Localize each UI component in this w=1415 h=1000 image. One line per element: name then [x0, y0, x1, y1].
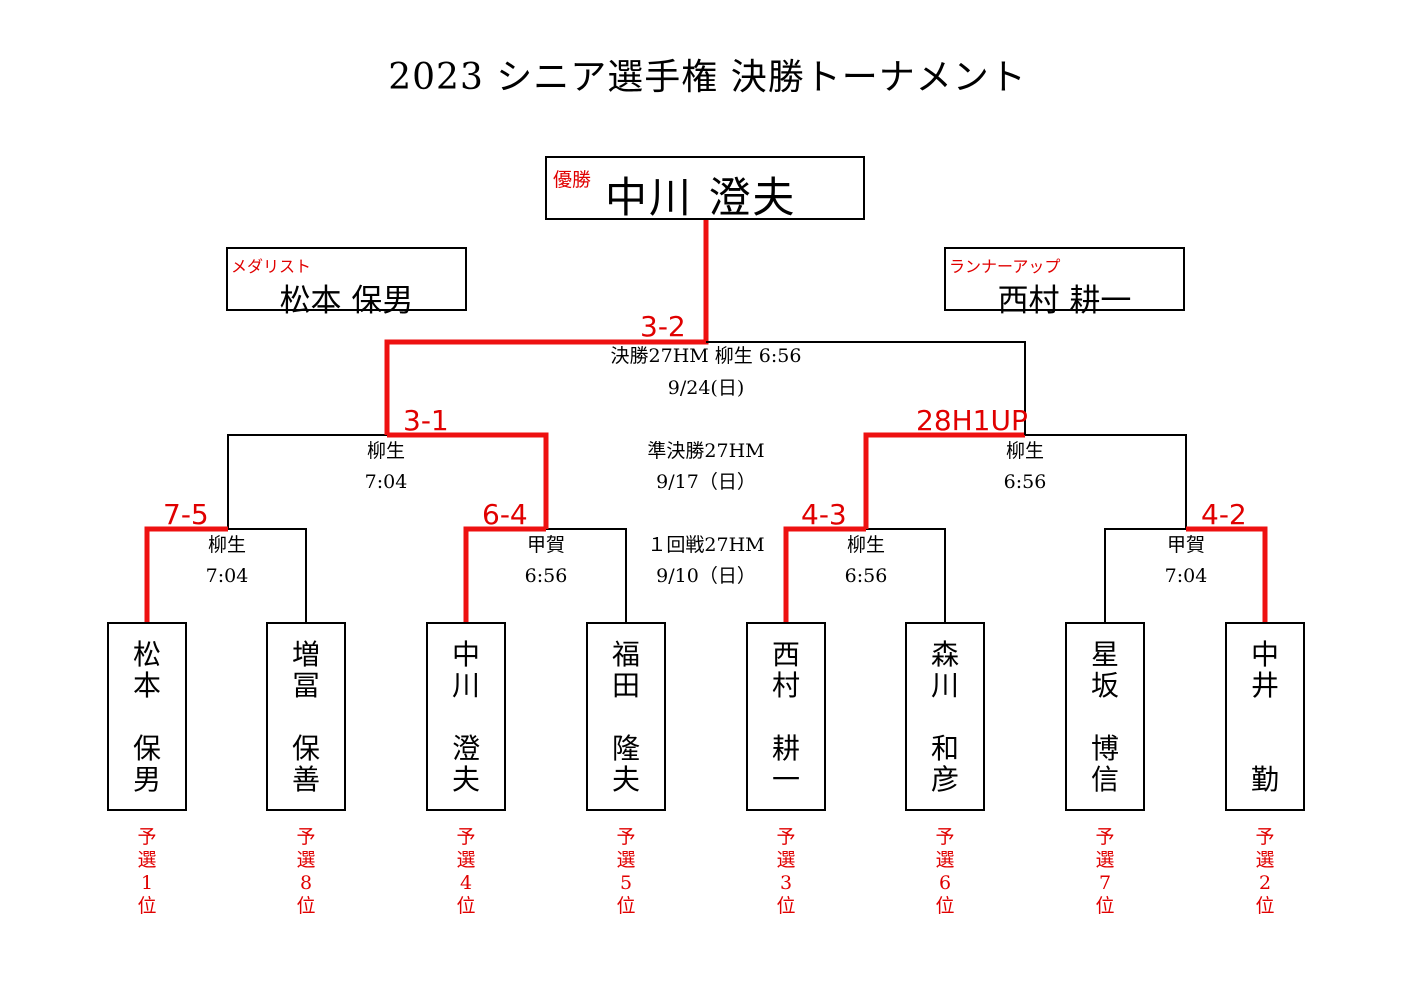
- runnerup-tag: ランナーアップ: [949, 257, 1061, 276]
- player-char: 一: [771, 763, 800, 796]
- champion-box: 優勝 中川 澄夫: [545, 156, 865, 222]
- bracket-line-final-loser: [706, 341, 1026, 435]
- player-char: 川: [930, 669, 959, 702]
- bracket-line-r1-1-winner: [144, 526, 228, 622]
- bracket-line-r1-3-loser: [866, 528, 946, 622]
- player-char: 中: [451, 638, 480, 671]
- champion-tag: 優勝: [553, 169, 592, 191]
- player-char: 彦: [930, 763, 959, 796]
- player-char: 本: [132, 669, 161, 702]
- medalist-tag: メダリスト: [231, 257, 312, 276]
- player-box-1: 松 本 保 男: [107, 622, 187, 811]
- player-box-8: 中 井 勤: [1225, 622, 1305, 811]
- r1-match2-score: 6-4: [482, 498, 528, 531]
- sf-right-venue: 柳生: [1005, 440, 1044, 462]
- r1-match1-score: 7-5: [163, 498, 209, 531]
- bracket-line-r1-1-loser: [228, 528, 307, 622]
- sf-right-time: 6:56: [1003, 471, 1047, 493]
- r1-date: 9/10（日）: [656, 565, 756, 587]
- bracket-line-sf-left-loser: [227, 434, 387, 529]
- player-char: 勤: [1250, 763, 1279, 796]
- sf-label: 準決勝27HM: [647, 440, 765, 462]
- player-char: 川: [451, 669, 480, 702]
- bracket-line-r1-2-loser: [546, 528, 627, 622]
- player-char: 福: [611, 638, 640, 671]
- player-char: 夫: [451, 763, 480, 796]
- player-box-2: 増 冨 保 善: [266, 622, 346, 811]
- player-char: 夫: [611, 763, 640, 796]
- sf-left-time: 7:04: [364, 471, 408, 493]
- player-char: 西: [771, 638, 800, 671]
- bracket-line-r1-4-loser: [1104, 528, 1186, 622]
- player-char: 澄: [451, 732, 480, 765]
- player-char: 保: [132, 732, 161, 765]
- bracket-line-r1-4-winner: [1186, 526, 1268, 622]
- player-char: 信: [1090, 763, 1119, 796]
- r1-match4-venue: 甲賀: [1166, 534, 1205, 556]
- r1-label: １回戦27HM: [647, 534, 765, 556]
- r1-match3-venue: 柳生: [846, 534, 885, 556]
- player-char: 隆: [611, 732, 640, 765]
- r1-match4-time: 7:04: [1164, 565, 1208, 587]
- player-char: 善: [291, 763, 320, 796]
- bracket-line-sf-right-loser: [1025, 434, 1187, 529]
- player-char: 井: [1250, 669, 1279, 702]
- bracket-line-sf-left-winner: [387, 432, 549, 529]
- sf-left-score: 3-1: [403, 404, 449, 437]
- champion-name: 中川 澄夫: [605, 173, 797, 222]
- player-box-4: 福 田 隆 夫: [586, 622, 666, 811]
- r1-match2-venue: 甲賀: [526, 534, 565, 556]
- player-box-3: 中 川 澄 夫: [426, 622, 506, 811]
- player-char: 田: [611, 669, 640, 702]
- sf-left-venue: 柳生: [366, 440, 405, 462]
- final-score: 3-2: [640, 310, 686, 343]
- player-char: 耕: [771, 732, 800, 765]
- r1-match2-time: 6:56: [524, 565, 568, 587]
- bracket-line-final-winner: [384, 220, 709, 435]
- final-info: 決勝27HM 柳生 6:56: [610, 345, 802, 367]
- player-char: 松: [132, 638, 161, 671]
- player-char: 坂: [1090, 669, 1119, 702]
- r1-match1-venue: 柳生: [207, 534, 246, 556]
- sf-date: 9/17（日）: [656, 471, 756, 493]
- r1-match3-time: 6:56: [844, 565, 888, 587]
- player-char: 星: [1090, 638, 1119, 671]
- bracket-line-r1-3-winner: [783, 526, 866, 622]
- runnerup-box: ランナーアップ 西村 耕一: [944, 247, 1185, 319]
- final-date: 9/24(日): [667, 377, 745, 399]
- medalist-box: メダリスト 松本 保男: [226, 247, 467, 319]
- sf-right-score: 28H1UP: [916, 404, 1028, 437]
- player-char: 増: [291, 638, 320, 671]
- medalist-name: 松本 保男: [279, 283, 414, 319]
- player-char: 和: [930, 732, 959, 765]
- r1-match3-score: 4-3: [801, 498, 847, 531]
- player-char: 村: [771, 669, 800, 702]
- r1-match4-score: 4-2: [1201, 498, 1247, 531]
- player-box-7: 星 坂 博 信: [1065, 622, 1145, 811]
- player-box-6: 森 川 和 彦: [905, 622, 985, 811]
- bracket-line-sf-right-winner: [863, 432, 1025, 529]
- player-char: 男: [132, 763, 161, 796]
- runnerup-name: 西村 耕一: [997, 283, 1132, 319]
- player-box-5: 西 村 耕 一: [746, 622, 826, 811]
- player-char: 森: [930, 638, 959, 671]
- player-char: 冨: [291, 669, 320, 702]
- player-char: 博: [1090, 732, 1119, 765]
- page-title: 2023 シニア選手権 決勝トーナメント: [388, 57, 1027, 98]
- bracket-line-r1-2-winner: [463, 526, 546, 622]
- player-char: 中: [1250, 638, 1279, 671]
- r1-match1-time: 7:04: [205, 565, 249, 587]
- player-char: 保: [291, 732, 320, 765]
